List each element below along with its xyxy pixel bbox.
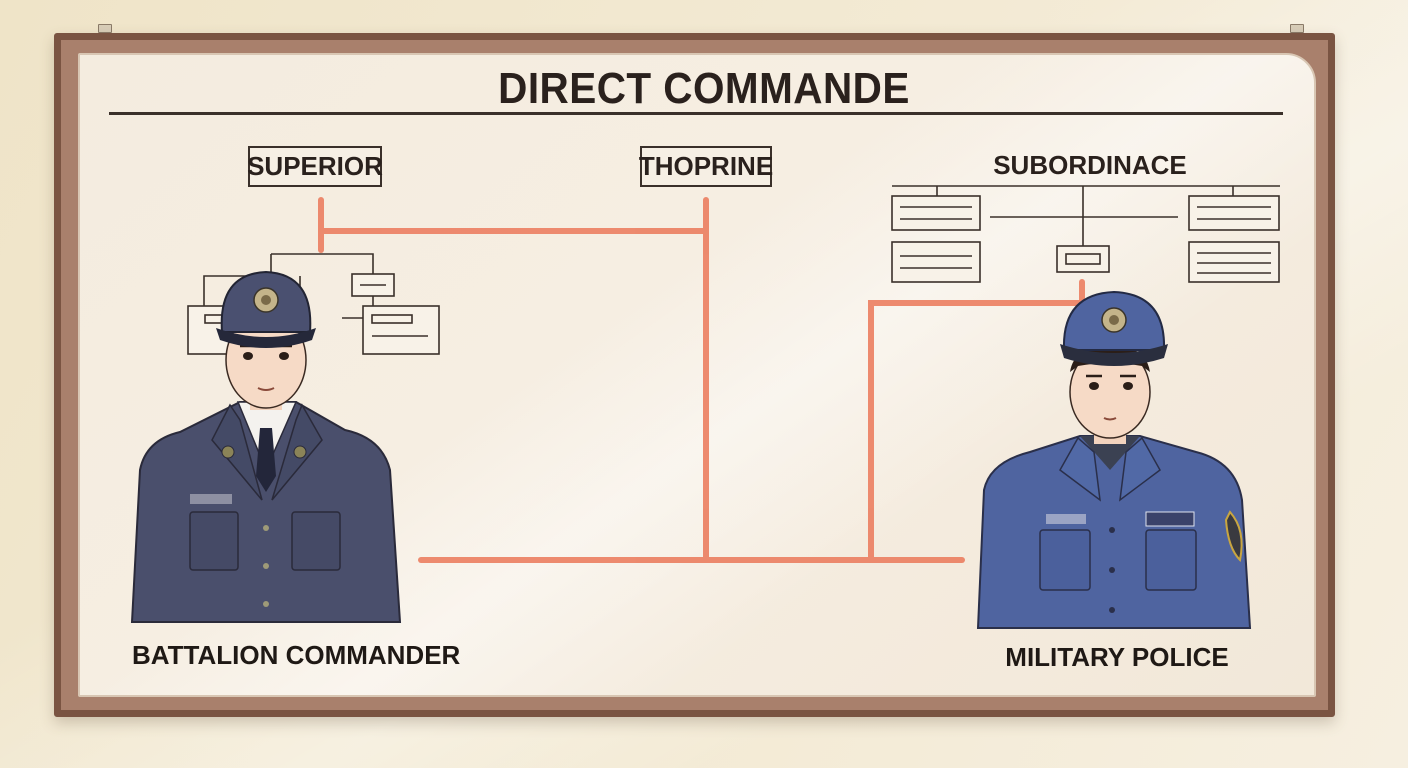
police-figure [976,290,1252,629]
command-lines [318,197,1085,563]
hanging-hook-right [1290,24,1304,33]
title-underline [109,112,1283,115]
diagram-title: DIRECT COMMANDE [498,64,910,113]
hanging-hook-left [98,24,112,33]
node-subordinate: SUBORDINACE [993,150,1187,180]
node-middle: THOPRINE [639,146,773,187]
mini-org-chart-right [891,185,1280,283]
node-superior: SUPERIOR [247,146,383,187]
caption-military-police: MILITARY POLICE [1005,642,1229,672]
caption-battalion-commander: BATTALION COMMANDER [132,640,461,670]
officer-figure [130,270,402,623]
